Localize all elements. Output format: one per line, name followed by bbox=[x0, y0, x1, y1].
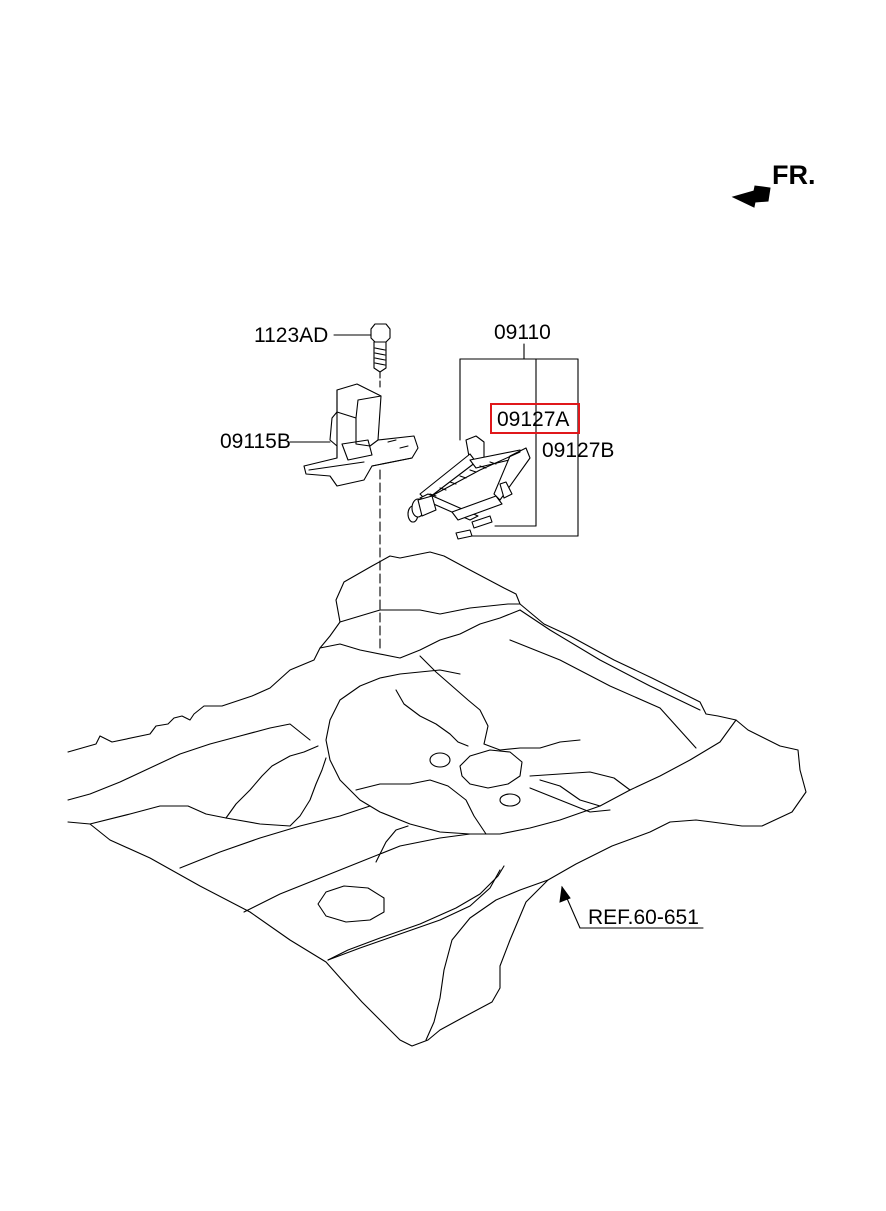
reference-callout[interactable]: REF.60-651 bbox=[559, 885, 704, 929]
reference-label: REF.60-651 bbox=[588, 906, 699, 929]
highlight-box bbox=[490, 403, 580, 434]
callout-09115b[interactable]: 09115B bbox=[220, 430, 291, 453]
callout-09127a[interactable]: 09127A bbox=[497, 408, 569, 431]
bolt-1123ad[interactable] bbox=[333, 323, 391, 388]
callout-09110[interactable]: 09110 bbox=[494, 321, 551, 344]
front-direction-indicator: FR. bbox=[731, 160, 816, 208]
bracket-09115b[interactable] bbox=[289, 383, 419, 487]
scissor-jack-09127a[interactable] bbox=[407, 435, 531, 540]
jack-assembly-leaders bbox=[459, 343, 579, 537]
callout-1123ad[interactable]: 1123AD bbox=[254, 324, 328, 347]
front-label: FR. bbox=[772, 160, 816, 190]
callout-09127b[interactable]: 09127B bbox=[542, 439, 614, 462]
arrow-forward-icon bbox=[731, 185, 771, 208]
floor-panel bbox=[67, 551, 807, 1047]
